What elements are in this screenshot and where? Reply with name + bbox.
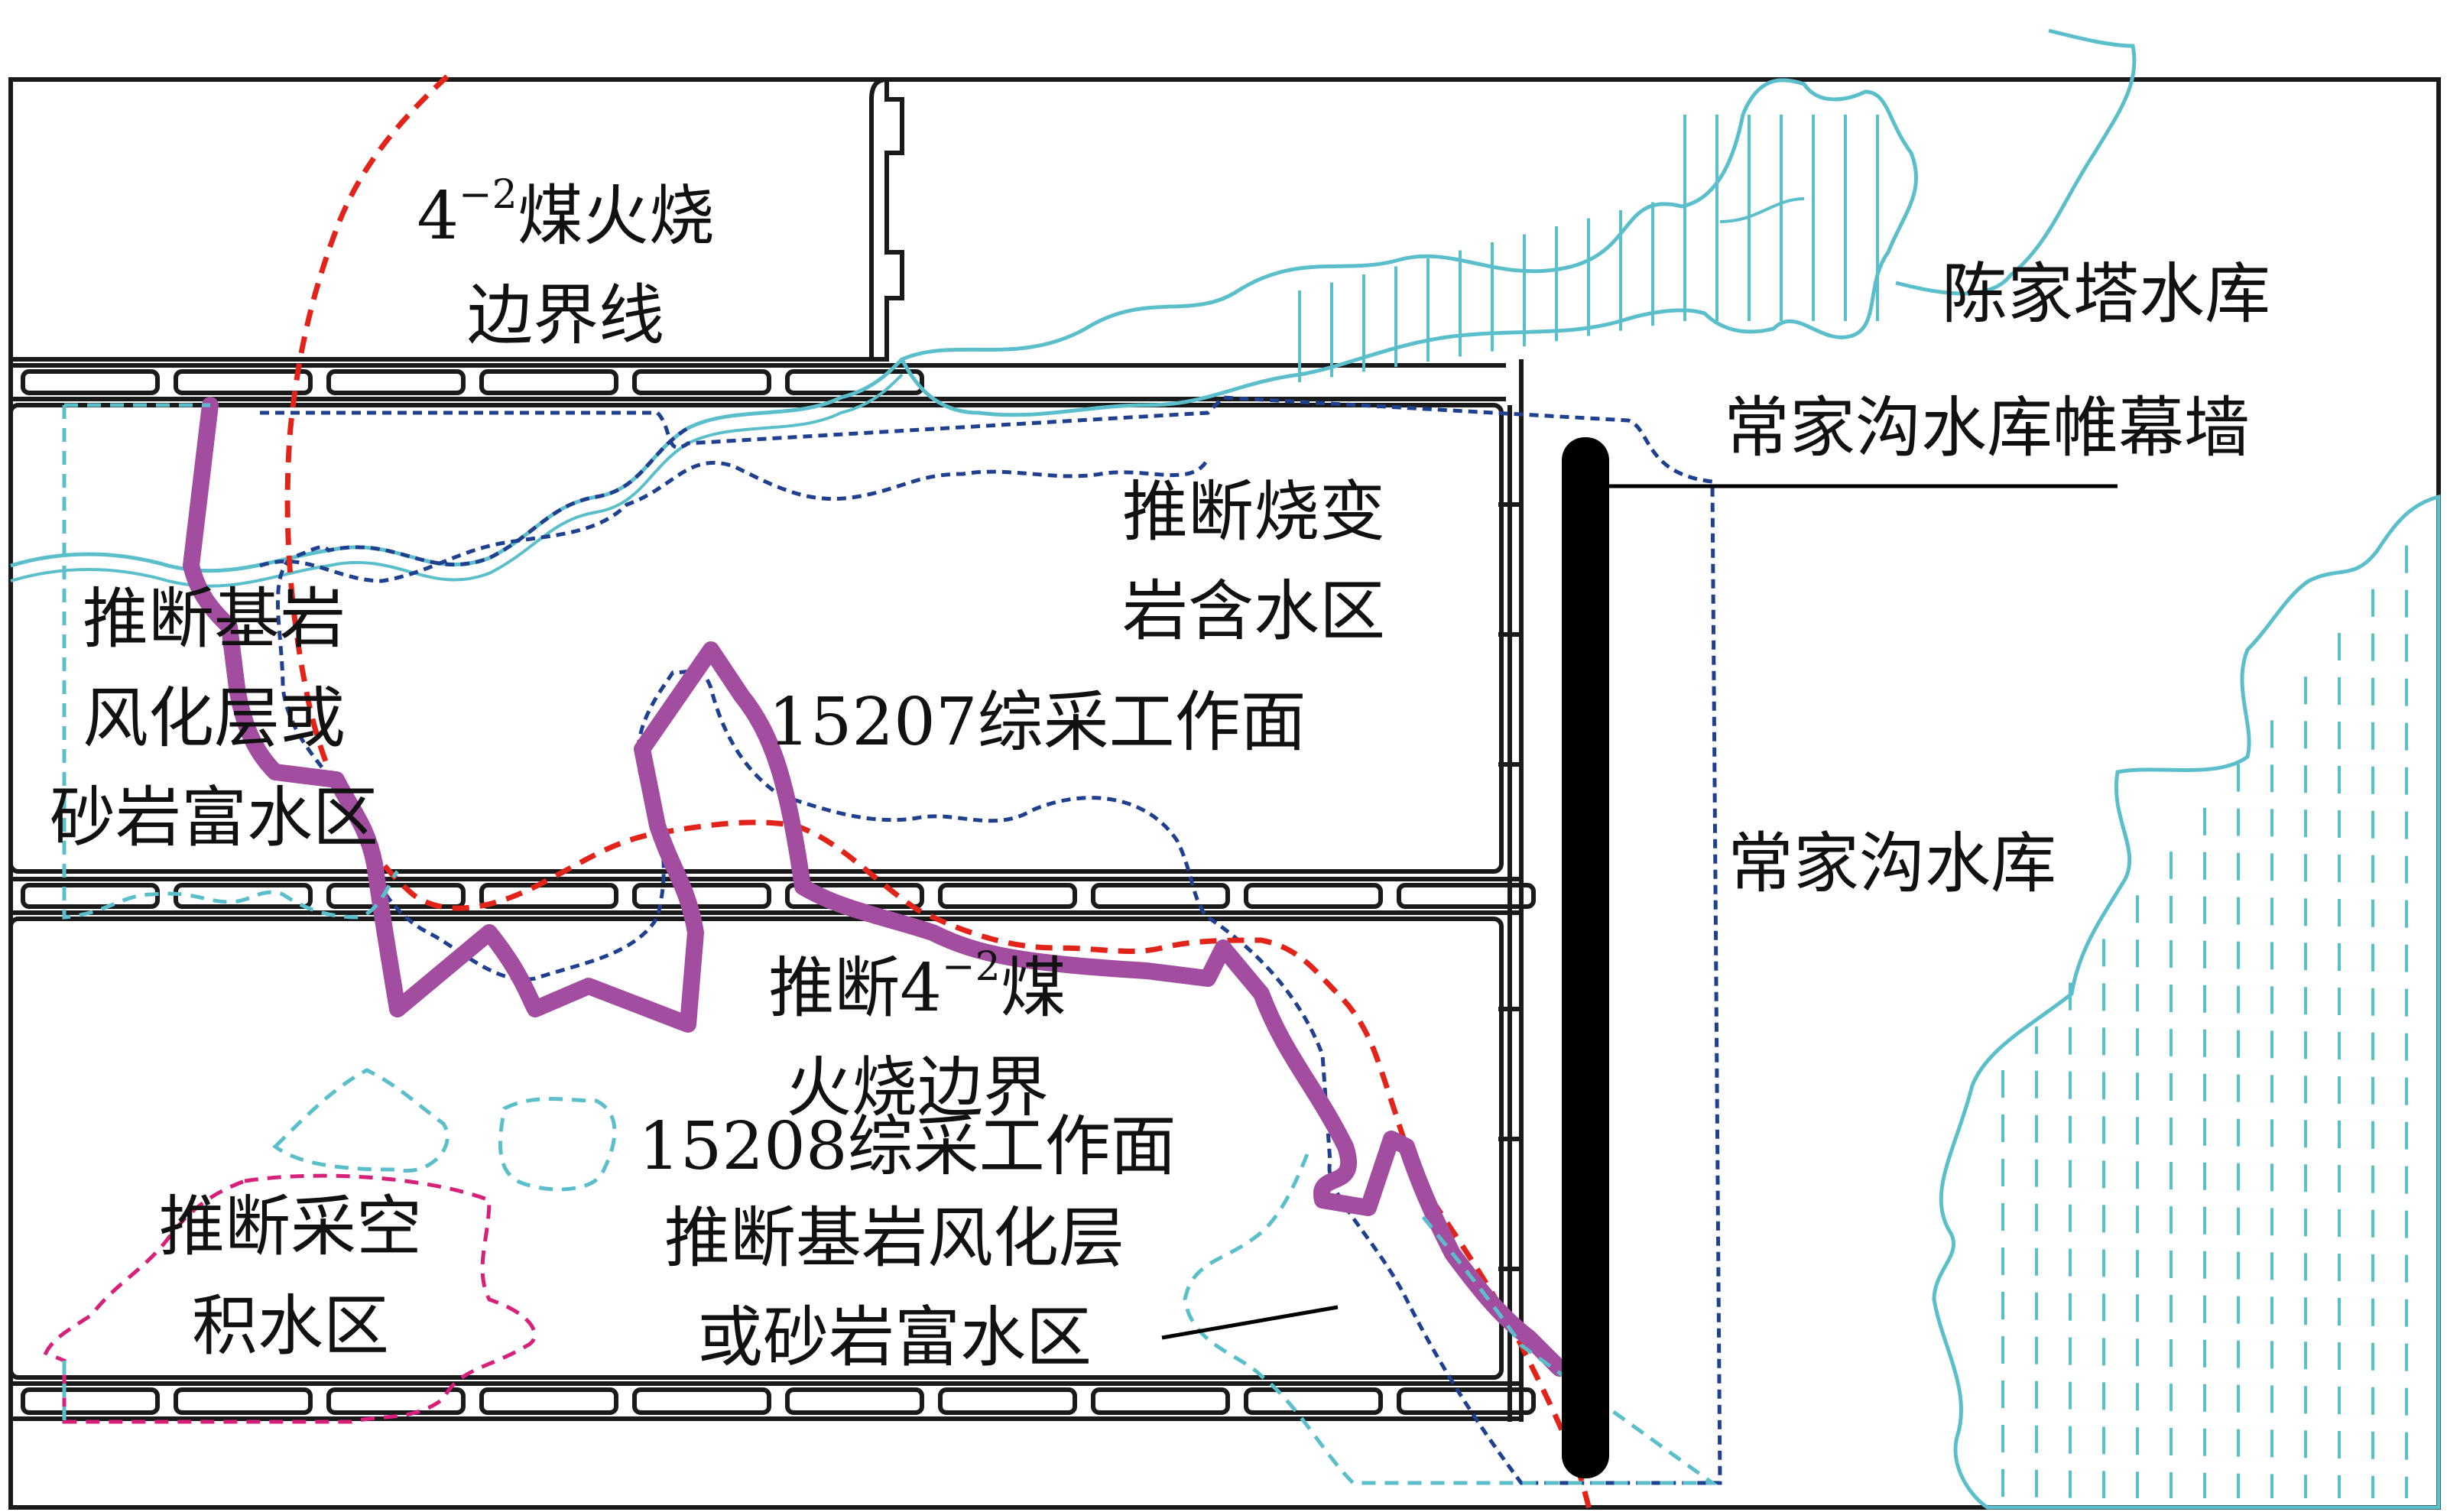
inferred-fire-boundary xyxy=(183,397,1568,1377)
roadway-segment xyxy=(632,1387,771,1415)
burnt-rock-zone-label: 推断烧变 岩含水区 xyxy=(1122,474,1385,650)
chenjiata-reservoir-label: 陈家塔水库 xyxy=(1942,256,2270,333)
changjiagou-reservoir xyxy=(1932,494,2441,1510)
roadway-segment xyxy=(21,883,160,909)
bedrock-zone-left-label: 推断基岩 风化层或 砂岩富水区 xyxy=(50,581,378,856)
inferred-fire-boundary-label: 推断4−2煤 火烧边界 xyxy=(768,944,1066,1126)
roadway-segment xyxy=(1091,1387,1230,1415)
face-15208-label: 15208综采工作面 xyxy=(638,1108,1176,1185)
bedrock-zone-left-outline xyxy=(62,403,399,920)
coal-fire-boundary-line xyxy=(284,74,1593,1512)
roadway-segment xyxy=(479,1387,618,1415)
roadway-segment xyxy=(938,883,1077,909)
main-roadway xyxy=(1498,359,1524,1422)
burnt-rock-zone-inner xyxy=(259,457,1210,583)
panel-15208 xyxy=(8,917,1504,1380)
curtain-wall xyxy=(1562,437,1609,1478)
roadway-segment xyxy=(632,369,771,395)
roadway-segment xyxy=(479,369,618,395)
roadway-segment xyxy=(174,369,313,395)
roadway-3 xyxy=(11,1381,1536,1421)
roadway-segment xyxy=(1397,1387,1536,1415)
bedrock-zone-right-outline xyxy=(1183,1153,1718,1485)
bedrock-zone-right-label: 推断基岩风化层 或砂岩富水区 xyxy=(664,1200,1125,1376)
roadway-segment xyxy=(938,1387,1077,1415)
goaf-water-zone-outline xyxy=(43,1173,537,1424)
roadway-segment xyxy=(1397,883,1536,909)
roadway-segment xyxy=(326,1387,466,1415)
roadway-segment xyxy=(174,1387,313,1415)
curtain-wall-label: 常家沟水库帷幕墙 xyxy=(1724,390,2250,466)
roadway-segment xyxy=(479,883,618,909)
face-15207-label: 15207综采工作面 xyxy=(768,684,1306,761)
roadway-segment xyxy=(632,883,771,909)
goaf-water-zone-label: 推断采空 积水区 xyxy=(159,1189,422,1364)
bedrock-zone-leader xyxy=(1161,1305,1339,1340)
upper-roadway-edge xyxy=(871,77,904,362)
water-pocket-1 xyxy=(498,1097,617,1192)
panel-15207 xyxy=(8,403,1504,874)
changjiagou-reservoir-label: 常家沟水库 xyxy=(1728,826,2056,902)
roadway-segment xyxy=(326,883,466,909)
roadway-2 xyxy=(11,877,1536,915)
roadway-segment xyxy=(21,369,160,395)
coal-fire-boundary-label: 4−2煤火烧 边界线 xyxy=(417,172,715,354)
roadway-segment xyxy=(174,883,313,909)
roadway-segment xyxy=(1244,883,1383,909)
roadway-segment xyxy=(1244,1387,1383,1415)
roadway-segment xyxy=(21,1387,160,1415)
water-pocket-2 xyxy=(272,1068,449,1173)
roadway-segment xyxy=(785,1387,924,1415)
roadway-segment xyxy=(1091,883,1230,909)
roadway-segment xyxy=(326,369,466,395)
roadway-1 xyxy=(11,363,1506,401)
